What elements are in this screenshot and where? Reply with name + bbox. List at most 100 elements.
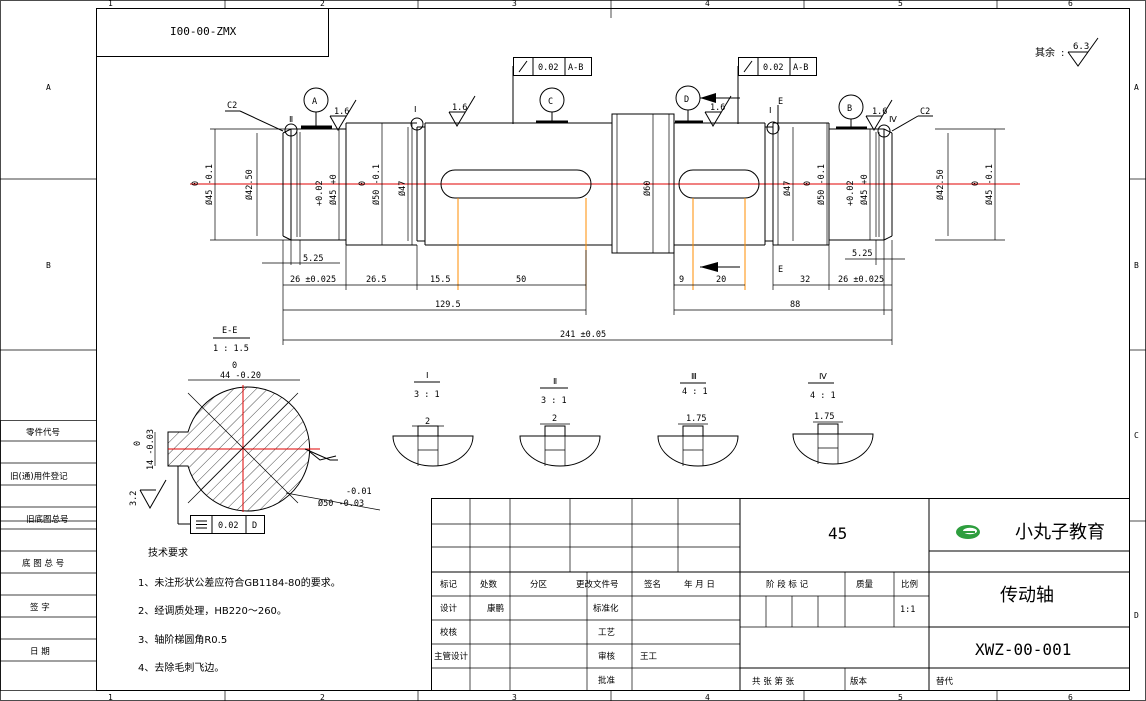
label-old-base-no: 旧底图总号: [26, 514, 69, 525]
tech-item-3: 3、轴阶梯圆角R0.5: [138, 633, 227, 646]
dim-d50-right: Ø50 -0.1: [816, 164, 827, 205]
svg-text:分区: 分区: [530, 580, 548, 590]
label-part-code: 零件代号: [26, 427, 60, 438]
svg-text:B: B: [847, 104, 852, 114]
svg-text::: :: [1061, 48, 1064, 59]
detail-3: Ⅲ 4 : 1 1.75: [657, 372, 739, 467]
svg-text:主管设计: 主管设计: [434, 651, 469, 662]
dim-265: 26.5: [366, 275, 386, 285]
zone-row-a-right: A: [1134, 83, 1139, 92]
svg-text:Ⅱ: Ⅱ: [553, 377, 557, 387]
dim-26-right: 26 ±0.025: [838, 275, 884, 285]
svg-text:2: 2: [552, 414, 557, 424]
label-date: 日 期: [30, 647, 50, 657]
section-mark-e-bottom: E: [778, 265, 783, 275]
svg-text:签名: 签名: [644, 579, 661, 590]
length-dimensions: 5.25 26 ±0.025 26.5 15.5 50 129.5 241 ±0…: [262, 249, 905, 341]
zone-col-5-bottom: 5: [898, 693, 903, 701]
dim-155: 15.5: [430, 275, 450, 285]
svg-text:D: D: [252, 521, 257, 531]
chamfer-left: C2: [227, 101, 237, 111]
keyway-left: [440, 169, 592, 199]
code-box-text: I00-00-ZMX: [170, 25, 237, 38]
zone-col-6-bottom: 6: [1068, 693, 1073, 701]
svg-text:替代: 替代: [936, 676, 954, 687]
svg-text:0: 0: [971, 181, 981, 186]
svg-text:其余: 其余: [1035, 46, 1055, 59]
svg-text:共 张 第 张: 共 张 第 张: [752, 676, 795, 687]
svg-text:+0.02: +0.02: [315, 180, 325, 206]
svg-text:1.6: 1.6: [710, 103, 725, 113]
label-common-part: 旧(通)用件登记: [10, 471, 68, 482]
section-ee: E-E 1 : 1.5 0 44 -0.20 0 14 -0.03 -0.01 …: [129, 326, 381, 534]
shaft-main-view: [190, 113, 1020, 345]
zone-col-2: 2: [320, 0, 325, 8]
dim-88: 88: [790, 300, 800, 310]
zone-row-b: B: [46, 261, 51, 270]
code-box: I00-00-ZMX: [96, 8, 329, 57]
company-name: 小丸子教育: [1015, 522, 1105, 543]
surface-rest-value: 6.3: [1073, 42, 1089, 52]
svg-text:1.6: 1.6: [872, 107, 887, 117]
dim-525-left: 5.25: [303, 254, 323, 264]
detail-views: Ⅰ 3 : 1 2 Ⅱ 3 : 1 2 Ⅲ 4 : 1: [392, 371, 874, 467]
dim-d60: Ø60: [642, 181, 653, 196]
dim-section-width: 44 -0.20: [220, 371, 261, 381]
svg-text:标准化: 标准化: [593, 603, 619, 614]
zone-row-b-right: B: [1134, 261, 1139, 270]
dim-d4250-right: Ø42.50: [935, 169, 946, 200]
dim-d45-fit-left: Ø45 +0: [328, 174, 339, 205]
zone-labels: 1 2 3 4 5 6 1 2 3 4 5 6 A B A B C D: [46, 0, 1139, 701]
dim-1295: 129.5: [435, 300, 461, 310]
svg-text:0: 0: [232, 361, 237, 371]
svg-text:D: D: [684, 95, 689, 105]
svg-text:设计: 设计: [440, 603, 458, 614]
svg-text:年 月 日: 年 月 日: [684, 579, 715, 590]
zone-col-4-bottom: 4: [705, 693, 710, 701]
dim-section-depth: 14 -0.03: [146, 429, 156, 470]
shaft-collar: [611, 113, 675, 254]
dim-50: 50: [516, 275, 526, 285]
svg-text:1.6: 1.6: [452, 103, 467, 113]
svg-text:0: 0: [358, 181, 368, 186]
company-logo: [956, 525, 980, 539]
svg-text:0.02: 0.02: [763, 63, 783, 73]
zone-row-d-right: D: [1134, 611, 1139, 620]
svg-text:工艺: 工艺: [598, 628, 615, 638]
svg-text:质量: 质量: [856, 579, 874, 590]
svg-text:C: C: [548, 97, 553, 107]
svg-text:+0.02: +0.02: [846, 180, 856, 206]
detail-2: Ⅱ 3 : 1 2: [519, 377, 601, 467]
dim-d45-left: Ø45 -0.1: [204, 164, 215, 205]
svg-text:Ⅲ: Ⅲ: [691, 372, 697, 382]
svg-text:A: A: [312, 97, 317, 107]
zone-col-4: 4: [705, 0, 710, 8]
svg-text:版本: 版本: [850, 676, 868, 687]
label-signature: 签 字: [30, 602, 50, 613]
tech-title: 技术要求: [148, 546, 188, 559]
svg-text:1 : 1.5: 1 : 1.5: [213, 344, 249, 354]
svg-text:-0.01: -0.01: [346, 487, 372, 497]
tech-item-2: 2、经调质处理，HB220～260。: [138, 604, 287, 617]
dim-d50-left: Ø50 -0.1: [371, 164, 382, 205]
svg-text:Ⅳ: Ⅳ: [819, 372, 828, 382]
section-ee-title: E-E: [222, 326, 237, 336]
svg-text:2: 2: [425, 417, 430, 427]
dim-section-dia: Ø50 -0.03: [318, 498, 364, 509]
svg-text:批准: 批准: [598, 675, 616, 686]
annotations: A C D B 1.6 1.6 1.6 1.6 C2 C2: [225, 57, 933, 138]
zone-col-1-bottom: 1: [108, 693, 113, 701]
svg-text:比例: 比例: [901, 579, 918, 590]
svg-text:A-B: A-B: [568, 63, 583, 73]
detail-1: Ⅰ 3 : 1 2: [392, 371, 474, 467]
designer-name: 康鹏: [487, 603, 504, 614]
svg-text:更改文件号: 更改文件号: [576, 579, 619, 590]
reviewer-name: 王工: [640, 652, 658, 662]
svg-text:处数: 处数: [480, 579, 498, 590]
dim-525-right: 5.25: [852, 249, 872, 259]
dim-32: 32: [800, 275, 810, 285]
svg-text:3 : 1: 3 : 1: [541, 396, 567, 406]
svg-text:Ⅰ: Ⅰ: [414, 105, 417, 115]
dim-d45-right: Ø45 -0.1: [984, 164, 995, 205]
